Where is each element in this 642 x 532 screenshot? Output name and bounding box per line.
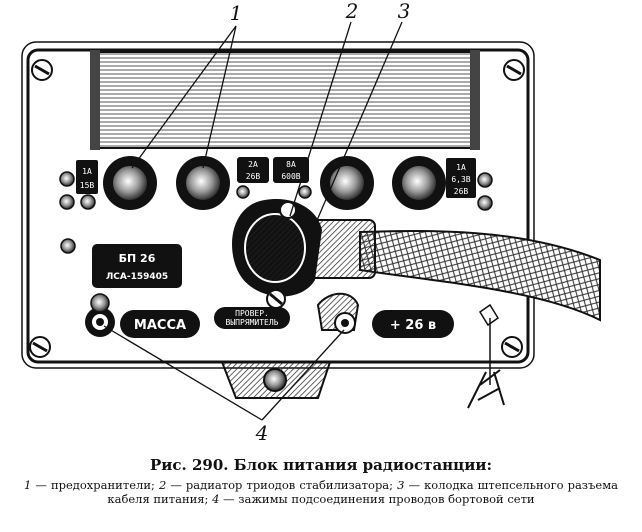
legend-text-4: — зажимы подсоединения проводов бортовой… [219,492,535,506]
ground-label: МАССА [134,318,186,333]
legend-text-2: — радиатор триодов стабилизатора; [166,478,398,492]
callout-3: 3 [398,0,411,23]
small-plate-right-a: 1А [456,163,466,172]
cable [359,230,601,322]
small-plate-left-b: 15В [80,181,95,190]
fuse-holder [103,156,157,210]
model-plate-serial: ЛСА-159405 [106,272,168,282]
voltage-plate [372,310,454,338]
small-knob [236,185,250,199]
socket-screw [266,289,286,309]
callout-1: 1 [230,1,243,25]
legend-text-3: — колодка штепсельного разъема кабеля пи… [107,478,618,506]
model-plate [92,244,182,288]
radiator [95,51,475,149]
fuse-plate-right-bottom: 600В [281,172,300,181]
corner-screw [501,336,523,358]
bracket-screw [263,368,287,392]
small-knob [59,171,75,187]
voltage-label: + 26 в [390,318,436,333]
small-plate-left-a: 1А [82,167,92,176]
small-knob [59,194,75,210]
caption-title: Рис. 290. Блок питания радиостанции: [149,456,493,474]
connector-socket [232,199,322,309]
fuse-plate-left-top: 2А [248,160,258,169]
small-knob [477,195,493,211]
power-unit-drawing: 2А 26В 8А 600В 1А 15В 1А 6,3В 26В БП 26 … [21,0,601,445]
legend-text-1: — предохранители; [31,478,159,492]
fuse-plate-right [273,157,309,183]
fuse-holder [392,156,446,210]
small-plate-left [76,160,98,194]
corner-screw [31,59,53,81]
fuse-holder [320,156,374,210]
legend-num-4: 4 [212,492,220,506]
fuse-plate-left-bottom: 26В [246,172,261,181]
cable-tag [467,303,505,409]
fuse-holder [176,156,230,210]
legend-num-3: 3 [397,478,405,492]
small-knob [298,185,312,199]
fuse-plate-left [237,157,269,183]
small-knob [60,238,76,254]
rectifier-plate-b: ВЫПРЯМИТЕЛЬ [226,318,279,327]
model-plate-name: БП 26 [119,252,156,265]
legend-num-1: 1 [24,478,32,492]
rectifier-plate-a: ПРОВЕР. [235,309,269,318]
rectifier-plate [214,307,290,329]
corner-screw [29,336,51,358]
callout-4: 4 [255,421,269,445]
small-knob [80,194,96,210]
small-plate-right-b: 6,3В [451,175,470,184]
small-plate-right-c: 26В [454,187,469,196]
callout-leaders [103,21,403,421]
callout-2: 2 [345,0,359,23]
small-knob [477,172,493,188]
ground-plate [120,310,200,338]
corner-screw [503,59,525,81]
figure-caption: Рис. 290. Блок питания радиостанции: 1 —… [0,456,642,506]
small-plate-right [446,158,476,198]
legend-num-2: 2 [158,478,167,492]
caption-legend: 1 — предохранители; 2 — радиатор триодов… [24,478,618,506]
fuse-plate-right-top: 8А [286,160,296,169]
plus-terminal [316,292,360,334]
